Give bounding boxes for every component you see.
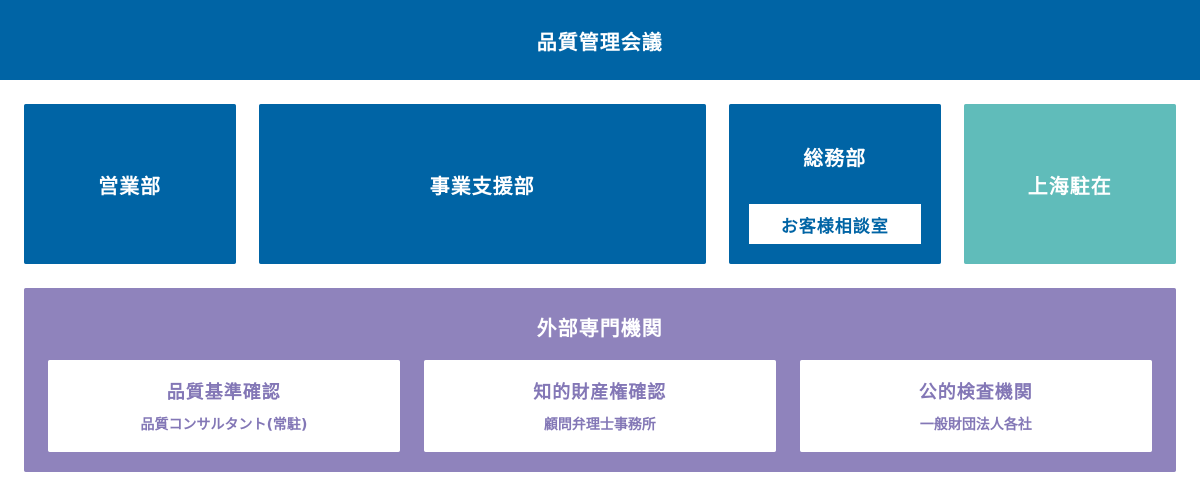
dept-shanghai-box: 上海駐在 [964, 104, 1176, 264]
quality-management-meeting-box: 品質管理会議 [0, 0, 1200, 80]
org-card-quality-standards: 品質基準確認 品質コンサルタント(常駐) [48, 360, 400, 452]
dept-sales-label: 営業部 [98, 173, 162, 198]
org-card-subtitle: 一般財団法人各社 [920, 417, 1032, 433]
external-agencies-box: 外部専門機関 品質基準確認 品質コンサルタント(常駐) 知的財産権確認 顧問弁理… [24, 288, 1176, 472]
customer-consultation-box: お客様相談室 [749, 204, 921, 244]
customer-consultation-label: お客様相談室 [781, 216, 889, 237]
org-card-title: 知的財産権確認 [533, 382, 667, 403]
org-card-title: 公的検査機関 [919, 382, 1033, 403]
org-card-intellectual-property: 知的財産権確認 顧問弁理士事務所 [424, 360, 776, 452]
org-card-subtitle: 品質コンサルタント(常駐) [140, 417, 308, 433]
dept-business-support-label: 事業支援部 [430, 173, 535, 198]
dept-sales-box: 営業部 [24, 104, 236, 264]
org-card-title: 品質基準確認 [167, 382, 281, 403]
dept-general-affairs-label: 総務部 [803, 146, 867, 170]
dept-shanghai-label: 上海駐在 [1028, 173, 1112, 198]
org-card-public-inspection: 公的検査機関 一般財団法人各社 [800, 360, 1152, 452]
external-agencies-title: 外部専門機関 [537, 316, 663, 340]
dept-business-support-box: 事業支援部 [259, 104, 706, 264]
header-title: 品質管理会議 [537, 29, 663, 54]
dept-general-affairs-box: 総務部 お客様相談室 [729, 104, 941, 264]
org-card-subtitle: 顧問弁理士事務所 [544, 417, 656, 433]
